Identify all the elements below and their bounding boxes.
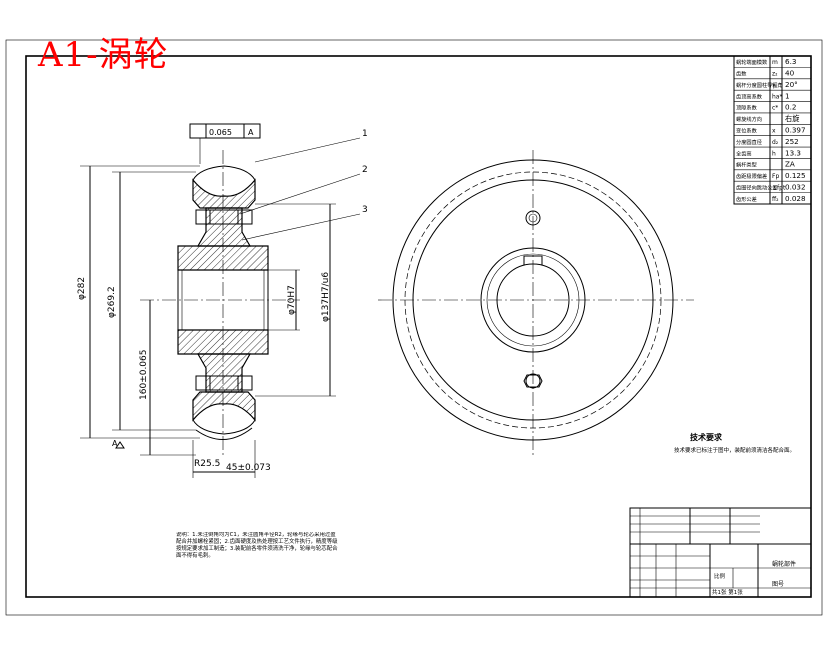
tech-req-text: 技术要求已标注于图中，装配前须清洁各配合面。 [674, 446, 795, 454]
tb-drawing-no: 图号 [772, 581, 784, 588]
fcf-tolerance: 0.065 [209, 128, 232, 137]
section-view [80, 123, 361, 478]
param-sym-7: d₂ [772, 139, 779, 146]
param-label-1: 齿数 [736, 70, 747, 78]
dim-hub: φ137H7/u6 [321, 272, 331, 322]
param-label-8: 全齿高 [736, 149, 752, 157]
param-sym-12: ff₂ [772, 196, 779, 203]
param-sym-8: h [772, 150, 776, 157]
param-sym-3: ha* [772, 93, 782, 100]
param-label-7: 分度圆直径 [736, 138, 762, 146]
param-val-6: 0.397 [785, 126, 806, 135]
param-val-5: 右旋 [785, 114, 799, 123]
param-val-4: 0.2 [785, 103, 796, 112]
tb-part-name: 蜗轮部件 [772, 560, 796, 568]
tb-sheet: 共1张 第1张 [712, 588, 743, 596]
param-sym-11: ±fpt [772, 184, 786, 191]
callout-1: 1 [362, 129, 368, 139]
dim-outer-dia: φ282 [77, 277, 87, 300]
tech-req-title: 技术要求 [690, 432, 723, 442]
param-val-11: 0.032 [785, 182, 806, 191]
param-label-12: 齿形公差 [736, 195, 757, 203]
param-val-1: 40 [785, 69, 795, 78]
callout-3: 3 [362, 205, 368, 215]
param-label-9: 蜗杆类型 [736, 161, 757, 169]
param-val-10: 0.125 [785, 171, 806, 180]
param-sym-4: c* [772, 105, 778, 112]
callout-2: 2 [362, 165, 368, 175]
param-val-9: ZA [785, 160, 795, 169]
inner-frame [25, 55, 812, 598]
title-block [629, 507, 812, 598]
dim-width: 45±0.073 [226, 463, 271, 473]
drawing-title: A1-涡轮 [38, 35, 169, 75]
tb-scale: 比例 [714, 572, 726, 580]
param-label-4: 顶隙系数 [736, 104, 758, 112]
param-val-0: 6.3 [785, 57, 796, 66]
param-label-10: 齿距极限偏差 [736, 172, 767, 180]
param-label-3: 齿顶高系数 [736, 92, 763, 100]
param-label-0: 蜗轮端面模数 [736, 58, 768, 66]
param-val-3: 1 [785, 91, 790, 100]
outer-frame [5, 39, 823, 616]
datum-label: A [112, 439, 118, 448]
param-sym-10: Fp [772, 173, 779, 180]
param-val-2: 20° [785, 80, 798, 89]
param-label-5: 螺旋线方向 [736, 115, 762, 123]
dim-throat-dia: φ269.2 [107, 286, 117, 318]
param-val-8: 13.3 [785, 148, 801, 157]
front-view [378, 150, 694, 456]
param-sym-1: z₂ [772, 71, 778, 78]
param-val-12: 0.028 [785, 194, 806, 203]
notes-text: 说明：1.未注倒角均为C1，未注圆角半径R2，轮缘与轮芯采用过盈配合并加螺栓紧固… [176, 532, 338, 559]
param-label-11: 齿圈径向跳动公差 [736, 183, 778, 191]
dim-bore: φ70H7 [287, 285, 297, 315]
dim-center-dist: 160±0.065 [139, 350, 149, 400]
param-label-2: 蜗杆分度圆柱导程角 [736, 81, 783, 89]
param-label-6: 变位系数 [736, 127, 758, 135]
param-sym-0: m [772, 59, 778, 66]
param-sym-6: x [772, 128, 776, 135]
dim-arc-radius: R25.5 [194, 459, 220, 469]
param-sym-2: γ [772, 82, 776, 89]
param-val-7: 252 [785, 137, 799, 146]
fcf-datum: A [248, 128, 254, 137]
